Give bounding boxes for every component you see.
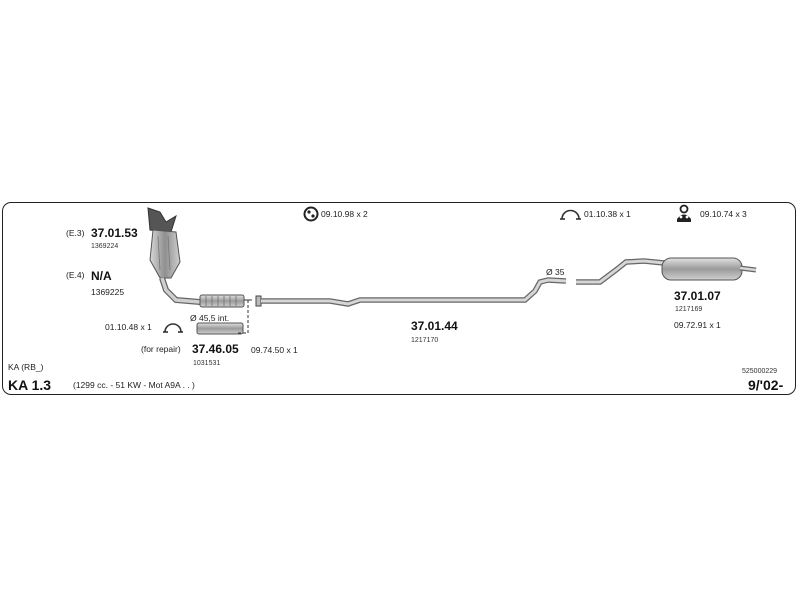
- oe-number: 1369225: [91, 287, 125, 297]
- vehicle-variant: KA (RB_): [8, 362, 44, 372]
- part-number: 37.01.07: [674, 289, 721, 303]
- clamp-code: 01.10.48 x 1: [105, 322, 152, 332]
- accessory-code: 09.10.74 x 3: [700, 209, 747, 219]
- part-number: 37.46.05: [192, 342, 239, 356]
- mounting-kit-code: 09.74.50 x 1: [251, 345, 298, 355]
- oe-number: 1217169: [675, 306, 703, 313]
- catalytic-converter: [147, 207, 201, 305]
- oe-number: 1369224: [91, 243, 119, 250]
- rubber-mount-icon: [303, 206, 319, 222]
- middle-pipe: [255, 277, 567, 307]
- pipe-clamp-icon: [560, 209, 581, 220]
- pipe-diameter: Ø 35: [546, 267, 565, 277]
- vehicle-spec: (1299 cc. - 51 KW - Mot A9A . . ): [73, 380, 195, 390]
- part-number: 37.01.53: [91, 226, 138, 240]
- rubber-hanger-icon: [677, 204, 691, 222]
- clamp-icon: [163, 323, 183, 333]
- model-year: 9/'02-: [748, 377, 784, 393]
- diagram-code: 525000229: [742, 368, 778, 375]
- accessory-code: 09.10.98 x 2: [321, 209, 368, 219]
- rear-silencer: [576, 257, 757, 285]
- part-prefix: (E.3): [66, 228, 85, 238]
- part-number: 37.01.44: [411, 319, 458, 333]
- oe-number: 1217170: [411, 337, 439, 344]
- repair-pipe: [196, 299, 252, 335]
- accessory-code: 01.10.38 x 1: [584, 209, 631, 219]
- pipe-diameter: Ø 45,5 int.: [190, 313, 230, 323]
- part-number: N/A: [91, 269, 112, 283]
- part-prefix: (for repair): [141, 344, 181, 354]
- vehicle-model: KA 1.3: [8, 377, 52, 393]
- mounting-kit-code: 09.72.91 x 1: [674, 320, 721, 330]
- oe-number: 1031531: [193, 360, 221, 367]
- flex-pipe: [199, 294, 245, 308]
- part-prefix: (E.4): [66, 270, 85, 280]
